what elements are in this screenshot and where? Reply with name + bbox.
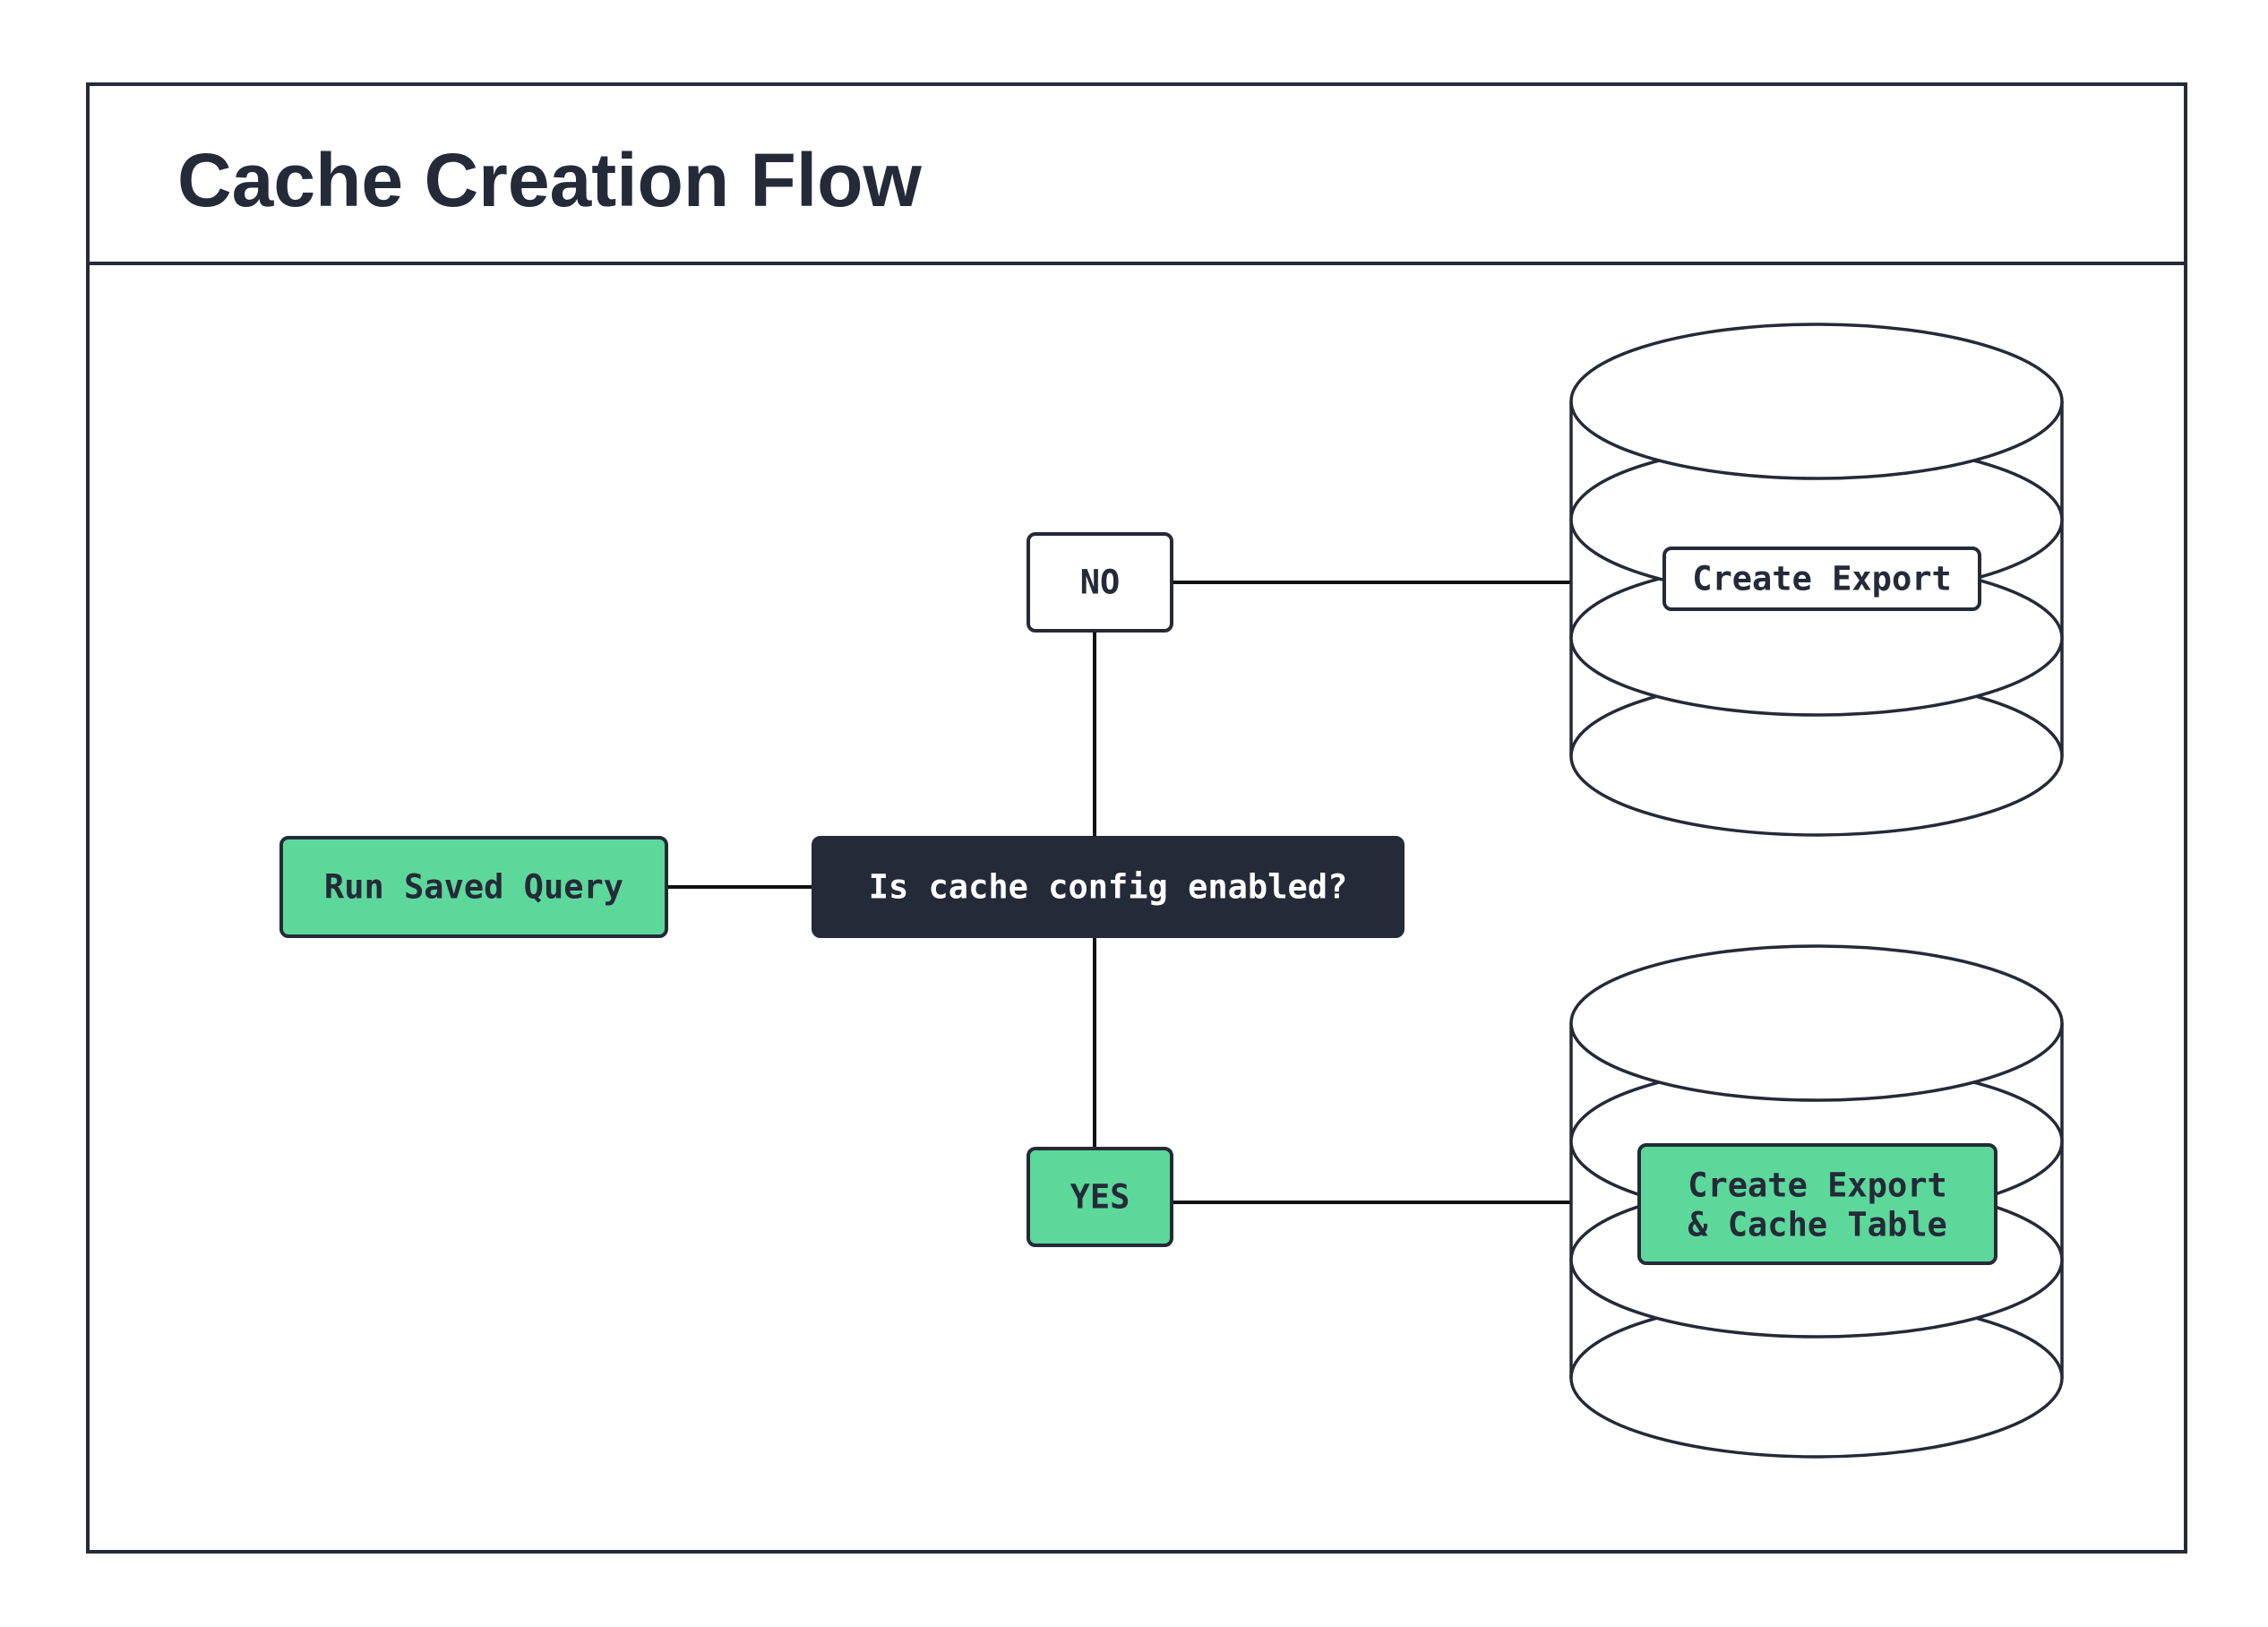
node-create-export[interactable]: Create Export <box>1662 547 1981 611</box>
database-disk <box>1569 323 2064 480</box>
node-label: Is cache config enabled? <box>869 868 1348 907</box>
diagram-title: Cache Creation Flow <box>177 138 922 222</box>
node-box <box>1637 1143 1997 1265</box>
node-box <box>1662 547 1981 611</box>
node-run-saved-query[interactable]: Run Saved Query <box>279 836 668 938</box>
node-label: YES <box>1070 1178 1130 1217</box>
connectors <box>666 581 1571 1204</box>
node-no[interactable]: NO <box>1027 532 1173 633</box>
node-create-export-cache-table[interactable]: Create Export & Cache Table <box>1637 1143 1997 1265</box>
node-box <box>1027 1147 1173 1247</box>
node-cache-config-decision[interactable]: Is cache config enabled? <box>812 836 1405 938</box>
node-box <box>279 836 668 938</box>
database-disk <box>1569 944 2064 1102</box>
node-label-line-1: Create Export <box>1688 1166 1947 1205</box>
node-box <box>812 836 1405 938</box>
node-label: NO <box>1080 564 1121 602</box>
node-label-line-2: & Cache Table <box>1688 1206 1947 1244</box>
node-box <box>1027 532 1173 633</box>
node-label: Run Saved Query <box>324 868 623 907</box>
node-yes[interactable]: YES <box>1027 1147 1173 1247</box>
node-label: Create Export <box>1692 560 1952 598</box>
